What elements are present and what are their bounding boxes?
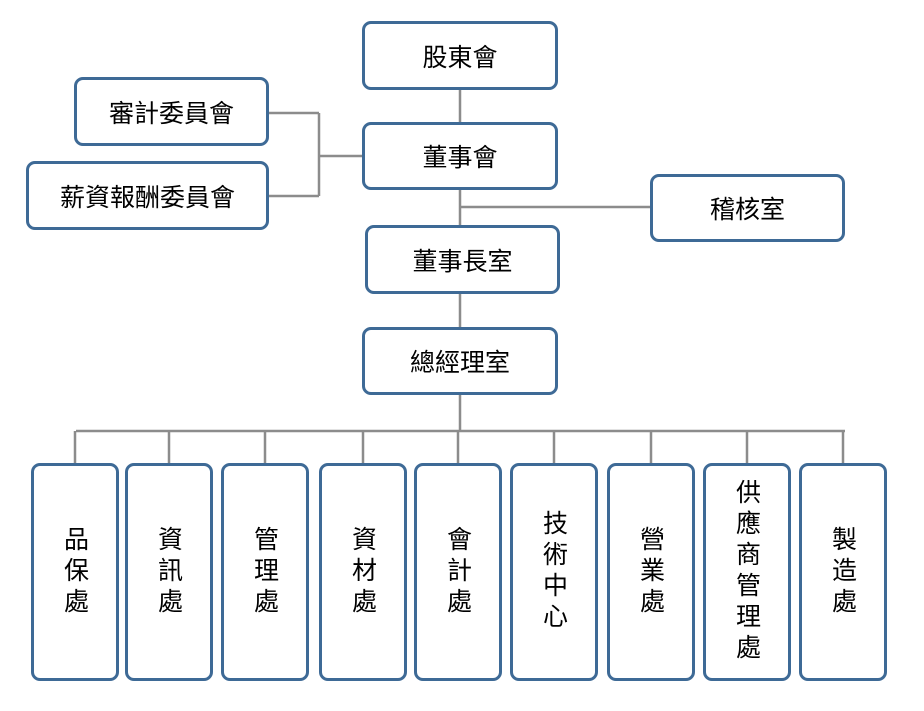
department-label: 管理處 [250,525,280,619]
department-box: 會計處 [414,463,502,681]
department-box: 資材處 [319,463,407,681]
compensation-committee-box: 薪資報酬委員會 [26,161,269,230]
department-box: 製造處 [799,463,887,681]
department-label: 資訊處 [154,525,184,619]
department-box: 品保處 [31,463,119,681]
department-drops [73,431,845,464]
department-label: 會計處 [443,525,473,619]
department-box: 資訊處 [125,463,213,681]
department-label: 供應商管理處 [732,479,762,665]
department-box: 管理處 [221,463,309,681]
department-box: 技術中心 [510,463,598,681]
department-label: 品保處 [60,525,90,619]
audit-office-box: 稽核室 [650,174,845,242]
board-box: 董事會 [362,122,558,190]
department-box: 營業處 [607,463,695,681]
department-box: 供應商管理處 [703,463,791,681]
department-label: 資材處 [348,525,378,619]
shareholders-box: 股東會 [362,21,558,90]
department-label: 技術中心 [539,510,569,634]
chairman-office-box: 董事長室 [365,225,560,294]
president-office-box: 總經理室 [362,327,558,395]
department-label: 製造處 [828,525,858,619]
department-label: 營業處 [636,525,666,619]
audit-committee-box: 審計委員會 [74,77,269,146]
